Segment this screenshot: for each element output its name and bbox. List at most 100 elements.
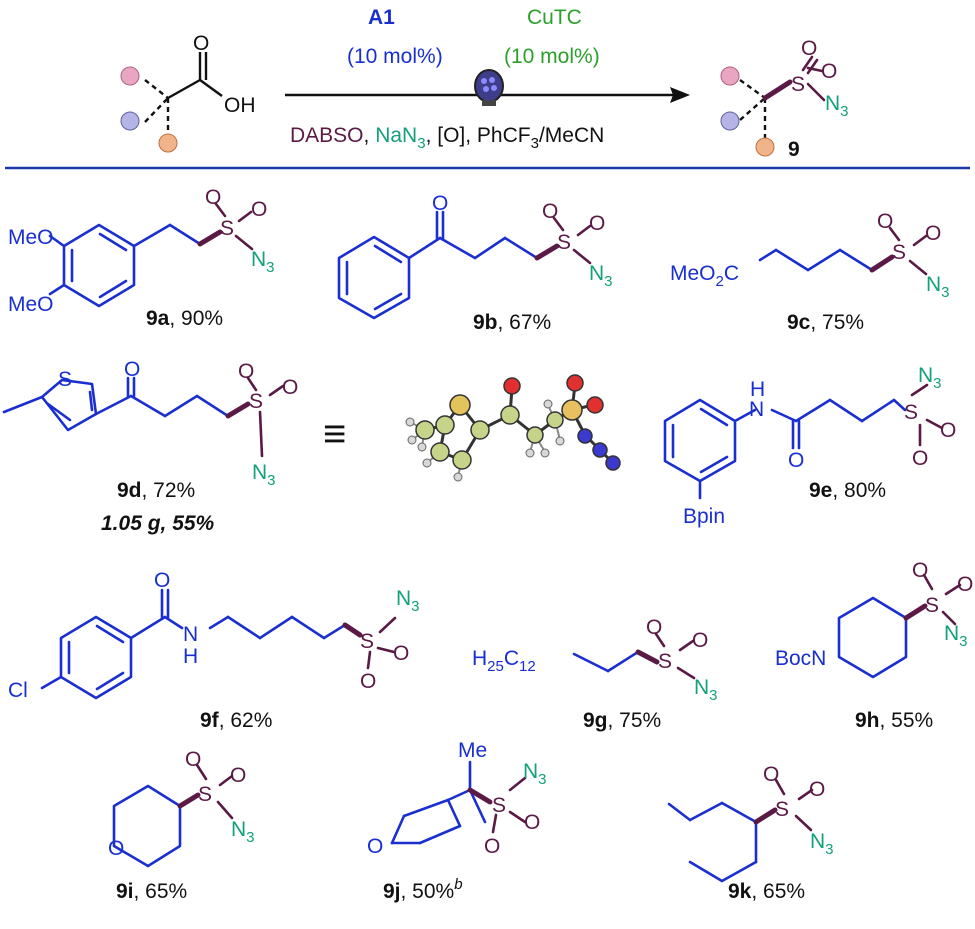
compound-9g: H25C12 S O O N3 9g, 75% [472,616,718,732]
compound-label: 9g, 75% [583,709,661,732]
compound-9f: O H N Cl S O O N3 9f, 62% [8,569,420,732]
ketone-oxygen-label: O [124,358,140,381]
oxygen-label: O [877,210,893,233]
compound-9k: S O O N3 9k, 65% [667,763,834,903]
compound-label: 9k, 65% [728,880,805,903]
oxygen-label: O [646,616,662,639]
sulfur-label: S [492,794,506,817]
arrow-head [670,87,690,103]
product-dot-orange [755,137,775,157]
compound-9a: MeO MeO S O O N3 9a, 90% [8,186,275,330]
oxygen-label: O [393,642,409,665]
azide-label: N3 [231,818,255,846]
oxygen-label: O [205,186,221,209]
ring-oxygen-label: O [108,837,124,860]
oxygen-label: O [238,360,254,383]
methyl-label: Me [458,739,487,762]
catalyst-a1-loading: (10 mol%) [347,45,443,68]
substituent-dot-pink [120,66,140,86]
azide-label: N3 [251,248,275,276]
oxygen-label: O [589,212,605,235]
product-s-label: S [791,73,805,96]
compound-9d: S O S O O N3 9d, 72% 1.05 g, 55% ≡ [2,358,346,535]
compound-label: 9h, 55% [855,709,933,732]
compound-label: 9e, 80% [809,479,886,502]
amide-n-label: N [749,398,764,421]
sulfur-label: S [220,217,234,240]
oxygen-label: O [957,573,973,596]
compound-9h: BocN S O O N3 9h, 55% [775,559,973,732]
light-bulb-icon [474,69,504,106]
ring-oxygen-label: O [367,835,383,858]
oxygen-label: O [542,200,558,223]
azide-label: N3 [944,622,968,650]
general-product: S O O N3 9 [720,37,849,161]
alkyl-chain-label: H25C12 [472,647,536,675]
bpin-label: Bpin [683,505,725,528]
substituent-dot-lavender [120,111,140,131]
sulfur-label: S [198,783,212,806]
oxygen-label: O [230,764,246,787]
substituent-dot-orange [158,133,178,153]
oxygen-label: O [763,763,779,786]
product-azide-label: N3 [825,92,849,120]
oxygen-label: O [940,419,956,442]
amide-oxygen-label: O [154,569,170,592]
sulfur-label: S [904,401,918,424]
compound-label: 9f, 62% [200,709,272,732]
sulfur-label: S [249,390,263,413]
hydroxyl-label: OH [224,94,256,117]
oxygen-label: O [925,222,941,245]
compound-9e: H N O Bpin S O O N3 9e, 80% [663,364,956,528]
gram-scale-yield: 1.05 g, 55% [101,512,215,535]
compound-label: 9d, 72% [117,479,195,502]
crystal-structure-image [405,374,621,482]
azide-label: N3 [589,262,613,290]
oxygen-label: O [360,670,376,693]
product-number: 9 [788,138,800,161]
amide-h-label: H [750,378,765,401]
azide-label: N3 [926,273,950,301]
oxygen-label: O [912,447,928,470]
oxygen-label: O [912,559,928,582]
azide-label: N3 [252,461,276,489]
amide-h-label: H [183,645,198,668]
product-dot-lavender [720,111,740,131]
compound-label: 9c, 75% [787,311,864,334]
catalyst-cutc-label: CuTC [527,6,582,29]
catalyst-cutc-loading: (10 mol%) [504,45,600,68]
compound-9b: O S O O N3 9b, 67% [337,192,613,334]
oxygen-label: O [484,835,500,858]
compound-9j: Me O S O O N3 9j, 50%b [367,739,547,903]
sulfur-label: S [892,241,906,264]
azide-label: N3 [810,830,834,858]
compound-9i: O S O O N3 9i, 65% [108,748,255,903]
oxygen-label: O [185,748,201,771]
oxygen-label: O [251,198,267,221]
compound-9c: MeO2C S O O N3 9c, 75% [670,210,950,334]
sulfur-label: S [557,231,571,254]
product-dot-pink [720,66,740,86]
oxygen-label: O [282,376,298,399]
azide-label: N3 [523,760,547,788]
azide-label: N3 [918,364,942,392]
carbonyl-oxygen-label: O [193,32,209,55]
catalyst-a1-label: A1 [368,6,395,29]
oxygen-label: O [692,629,708,652]
boc-nitrogen-label: BocN [775,647,826,670]
substrate-carboxylic-acid: O OH [120,32,256,153]
product-o2-label: O [821,60,837,83]
amide-oxygen-label: O [788,449,804,472]
azide-label: N3 [694,676,718,704]
thiophene-sulfur-label: S [58,368,72,391]
amide-n-label: N [183,623,198,646]
azide-label: N3 [396,587,420,615]
methoxy-2-label: MeO [8,293,54,316]
ketone-oxygen-label: O [432,192,448,215]
methyl-ester-label: MeO2C [670,262,739,290]
sulfur-label: S [775,798,789,821]
equivalence-symbol: ≡ [323,412,346,456]
sulfur-label: S [360,630,374,653]
